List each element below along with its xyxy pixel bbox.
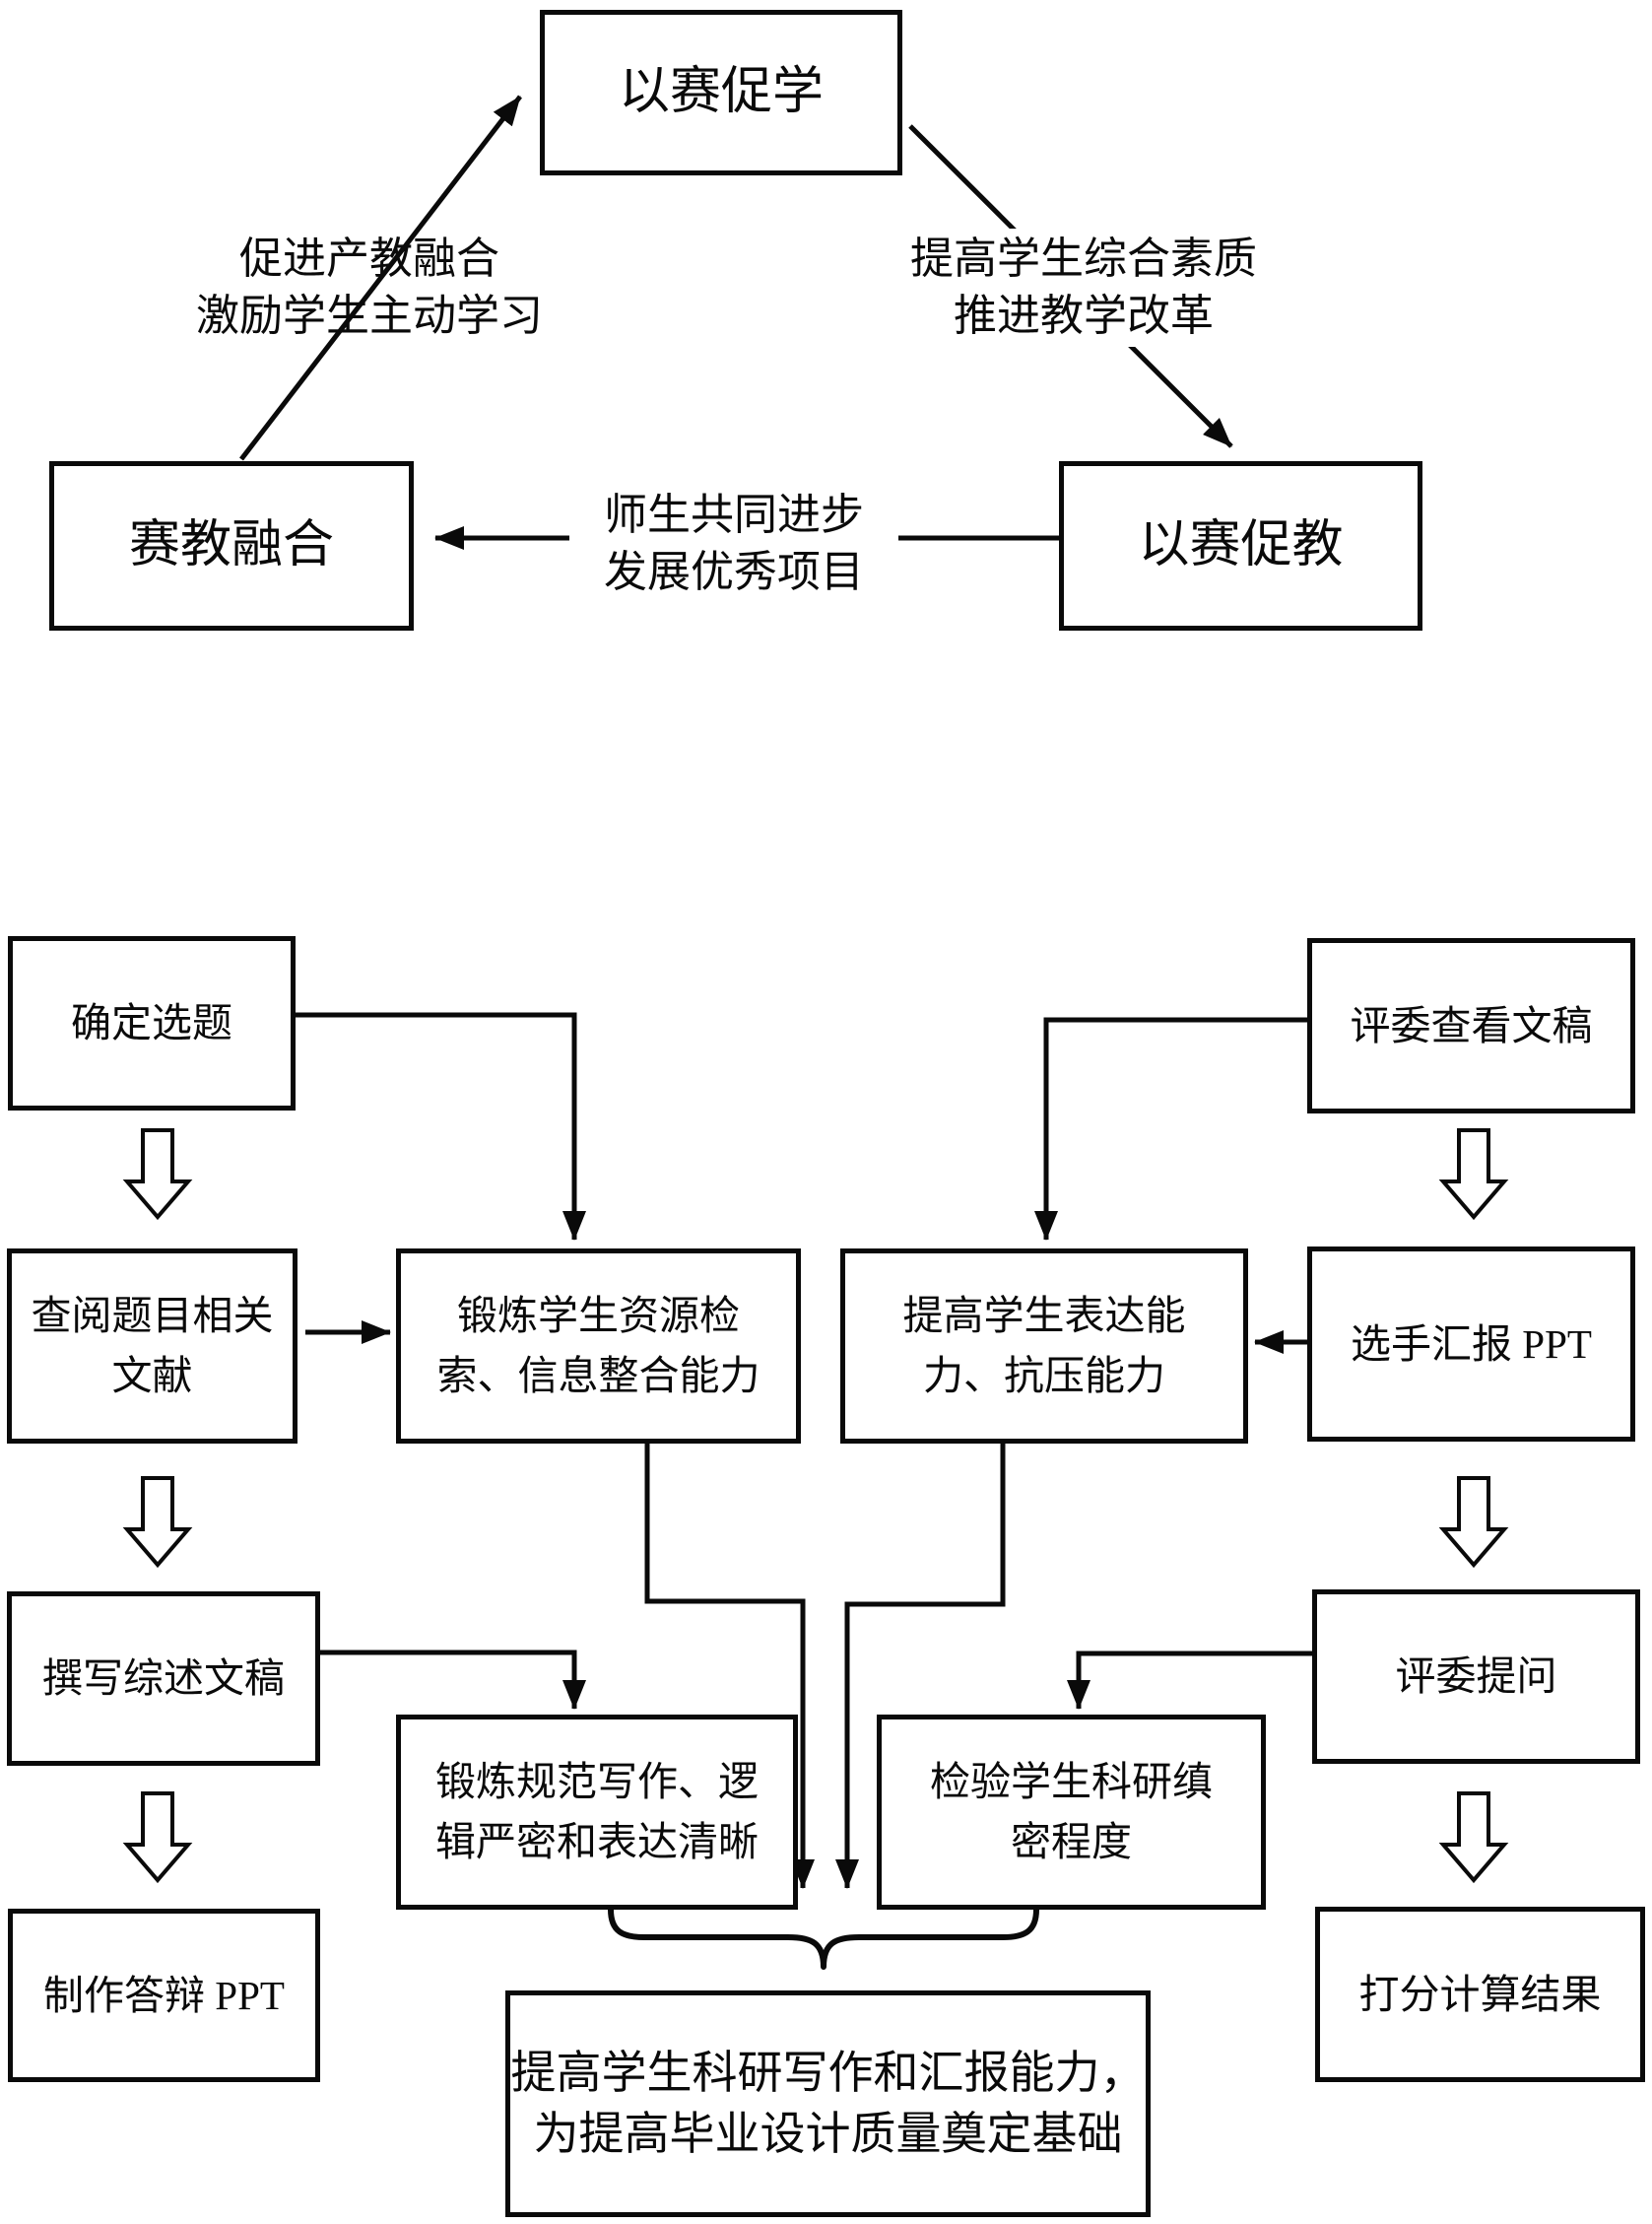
block-arrow-select-topic-down (122, 1128, 193, 1221)
edge-select-topic-to-train-retrieval (296, 1012, 586, 1241)
edge-label-teaching-to-fusion: 师生共同进步 发展优秀项目 (569, 481, 898, 607)
block-arrow-judge-review-down (1438, 1128, 1509, 1221)
node-fusion-label: 赛教融合 (128, 517, 334, 573)
node-write-review: 撰写综述文稿 (7, 1591, 320, 1766)
block-arrow-review-literature-down (122, 1476, 193, 1569)
node-judge-question: 评委提问 (1312, 1589, 1640, 1764)
brace-collect-to-goal (608, 1907, 1039, 1970)
node-fusion: 赛教融合 (49, 461, 414, 631)
node-review-literature-label: 查阅题目相关 文献 (31, 1293, 274, 1398)
node-final-goal: 提高学生科研写作和汇报能力， 为提高毕业设计质量奠定基础 (505, 1990, 1151, 2217)
node-promote-learning-label: 以赛促学 (618, 64, 824, 120)
node-test-rigor-label: 检验学生科研缜 密程度 (930, 1759, 1213, 1864)
node-improve-expression: 提高学生表达能 力、抗压能力 (840, 1248, 1248, 1444)
node-final-goal-label: 提高学生科研写作和汇报能力， 为提高毕业设计质量奠定基础 (510, 2048, 1146, 2159)
edge-judge-review-to-improve-expression (1034, 1017, 1307, 1241)
edge-judge-question-to-test-rigor (1067, 1651, 1312, 1710)
node-write-review-label: 撰写综述文稿 (42, 1655, 285, 1701)
edge-label-learning-to-teaching-text: 提高学生综合素质 推进教学改革 (910, 235, 1257, 340)
block-arrow-contestant-report-down (1438, 1476, 1509, 1569)
node-review-literature: 查阅题目相关 文献 (7, 1248, 297, 1444)
edge-fusion-to-learning (239, 95, 522, 461)
edge-label-teaching-to-fusion-text: 师生共同进步 发展优秀项目 (604, 491, 864, 596)
edge-label-learning-to-teaching: 提高学生综合素质 推进教学改革 (887, 229, 1281, 347)
block-arrow-judge-question-down (1438, 1791, 1509, 1884)
node-improve-expression-label: 提高学生表达能 力、抗压能力 (902, 1293, 1186, 1398)
node-make-ppt: 制作答辩 PPT (8, 1909, 320, 2082)
node-train-writing: 锻炼规范写作、逻 辑严密和表达清晰 (396, 1715, 798, 1910)
node-contestant-report-label: 选手汇报 PPT (1351, 1320, 1592, 1367)
node-scoring-result: 打分计算结果 (1315, 1907, 1645, 2082)
node-promote-learning: 以赛促学 (540, 10, 902, 175)
node-scoring-result-label: 打分计算结果 (1358, 1971, 1602, 2017)
node-train-writing-label: 锻炼规范写作、逻 辑严密和表达清晰 (435, 1759, 759, 1864)
edge-write-review-to-train-writing (320, 1650, 586, 1710)
node-judge-review-draft-label: 评委查看文稿 (1350, 1002, 1593, 1048)
block-arrow-write-review-down (122, 1791, 193, 1884)
node-promote-teaching: 以赛促教 (1059, 461, 1422, 631)
node-train-retrieval: 锻炼学生资源检 索、信息整合能力 (396, 1248, 801, 1444)
node-select-topic-label: 确定选题 (71, 1000, 232, 1045)
node-test-rigor: 检验学生科研缜 密程度 (877, 1715, 1266, 1910)
node-judge-review-draft: 评委查看文稿 (1307, 938, 1635, 1113)
node-promote-teaching-label: 以赛促教 (1138, 517, 1344, 573)
node-contestant-report: 选手汇报 PPT (1307, 1247, 1635, 1442)
node-judge-question-label: 评委提问 (1395, 1653, 1557, 1699)
edge-improve-expression-to-goal (835, 1444, 1006, 1889)
node-select-topic: 确定选题 (8, 936, 296, 1111)
node-make-ppt-label: 制作答辩 PPT (43, 1972, 285, 2018)
edge-label-fusion-to-learning-text: 促进产教融合 激励学生主动学习 (196, 235, 543, 340)
edge-label-fusion-to-learning: 促进产教融合 激励学生主动学习 (158, 229, 581, 347)
edge-train-retrieval-to-goal (644, 1444, 815, 1889)
node-train-retrieval-label: 锻炼学生资源检 索、信息整合能力 (436, 1293, 760, 1398)
